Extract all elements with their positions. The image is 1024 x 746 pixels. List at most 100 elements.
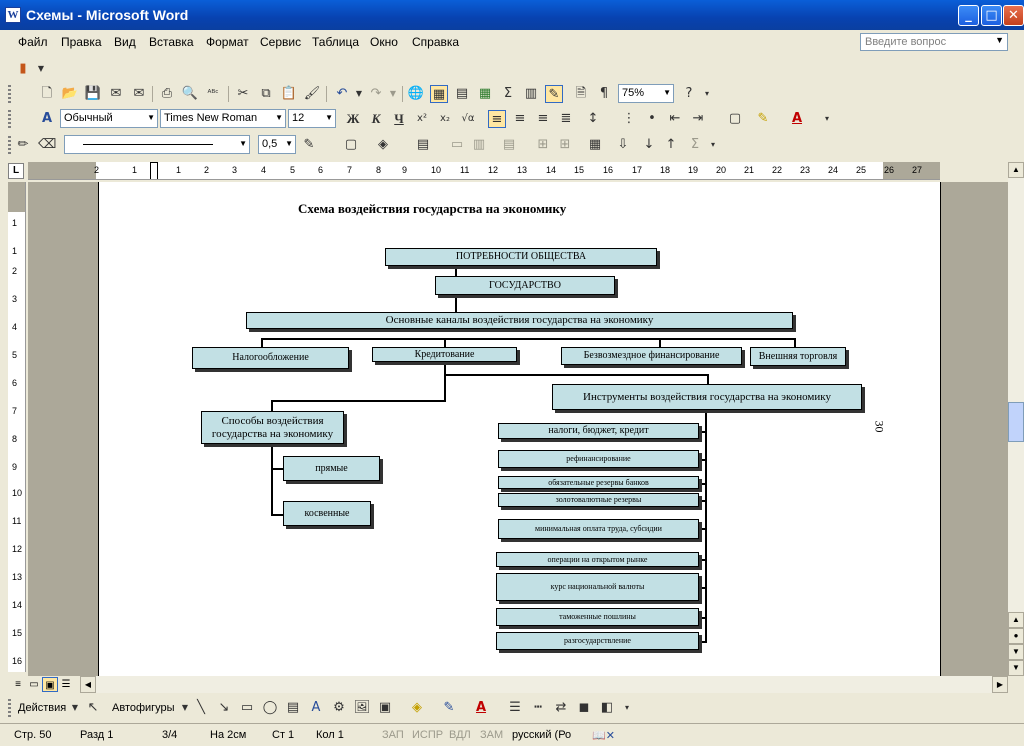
toolbar-grip[interactable] bbox=[8, 136, 11, 154]
line-weight-select[interactable]: 0,5 ▼ bbox=[258, 135, 296, 154]
toolbar-options-icon[interactable]: ▾ bbox=[710, 140, 715, 149]
state-box[interactable]: ГОСУДАРСТВО bbox=[435, 276, 615, 295]
equation-icon[interactable]: √α bbox=[461, 113, 475, 124]
previous-page-icon[interactable]: ▲ bbox=[1008, 612, 1024, 628]
menu-view[interactable]: Вид bbox=[114, 35, 136, 49]
toolbar-options-icon[interactable]: ▾ bbox=[624, 703, 629, 712]
style-select[interactable]: Обычный ▼ bbox=[60, 109, 158, 128]
chevron-down-icon[interactable]: ▼ bbox=[663, 88, 671, 97]
insert-table-icon[interactable]: ▤ bbox=[416, 137, 430, 152]
copy-icon[interactable]: ⧉ bbox=[261, 86, 271, 101]
shading-icon[interactable]: ◈ bbox=[378, 137, 388, 152]
chevron-down-icon[interactable]: ▼ bbox=[147, 113, 155, 122]
insert-excel-icon[interactable]: ▦ bbox=[478, 86, 492, 101]
drawing-icon[interactable]: ✎ bbox=[545, 85, 563, 103]
left-indent-marker[interactable] bbox=[150, 162, 158, 179]
menu-edit[interactable]: Правка bbox=[61, 35, 102, 49]
underline-icon[interactable]: Ч bbox=[394, 111, 404, 126]
superscript-icon[interactable]: x² bbox=[417, 113, 427, 124]
styles-formatting-icon[interactable]: A bbox=[41, 111, 53, 126]
toolbar-grip[interactable] bbox=[8, 110, 11, 128]
chevron-down-icon[interactable]: ▼ bbox=[325, 113, 333, 122]
autoshapes-menu[interactable]: Автофигуры bbox=[112, 702, 175, 714]
insert-table-icon[interactable]: ▤ bbox=[455, 86, 469, 101]
cut-icon[interactable]: ✂ bbox=[237, 86, 249, 101]
status-record[interactable]: ЗАП bbox=[382, 729, 404, 741]
rectangle-icon[interactable]: ▭ bbox=[240, 700, 254, 715]
decrease-indent-icon[interactable]: ⇤ bbox=[669, 111, 681, 126]
line-color-icon[interactable]: ✎ bbox=[443, 700, 455, 715]
chevron-down-icon[interactable]: ▼ bbox=[285, 139, 293, 148]
menu-window[interactable]: Окно bbox=[370, 35, 398, 49]
instrument-item[interactable]: таможенные пошлины bbox=[496, 608, 699, 626]
undo-dropdown-icon[interactable]: ▼ bbox=[355, 89, 363, 98]
vertical-ruler[interactable]: 1 1 2 3 4 5 6 7 8 9 10 11 12 13 14 15 16 bbox=[8, 182, 26, 672]
chevron-down-icon[interactable]: ▼ bbox=[995, 35, 1004, 45]
methods-box[interactable]: Способы воздействия государства на эконо… bbox=[201, 411, 344, 444]
redo-dropdown-icon[interactable]: ▼ bbox=[389, 89, 397, 98]
line-icon[interactable]: ╲ bbox=[197, 700, 205, 715]
toolbar-grip[interactable] bbox=[8, 699, 11, 717]
border-icon[interactable]: ▢ bbox=[728, 111, 742, 126]
toolbar-grip[interactable] bbox=[8, 85, 11, 103]
menu-insert[interactable]: Вставка bbox=[149, 35, 194, 49]
print-layout-icon[interactable]: ▣ bbox=[42, 677, 58, 692]
save-icon[interactable]: 💾 bbox=[84, 86, 102, 101]
columns-icon[interactable]: Σ bbox=[503, 86, 513, 101]
close-button[interactable]: ✕ bbox=[1003, 5, 1024, 26]
status-overtype[interactable]: ЗАМ bbox=[480, 729, 504, 741]
vertical-scrollbar[interactable]: ▲ ▲ ● ▼ ▼ bbox=[1008, 162, 1024, 676]
align-right-icon[interactable]: ≡ bbox=[537, 111, 549, 126]
show-hide-icon[interactable]: ¶ bbox=[599, 86, 609, 101]
email-icon[interactable]: ✉ bbox=[133, 86, 145, 101]
eraser-icon[interactable]: ⌫ bbox=[38, 137, 57, 152]
status-language[interactable]: русский (Ро bbox=[512, 729, 572, 741]
help-icon[interactable]: ? bbox=[685, 86, 693, 101]
horizontal-scroll-track[interactable] bbox=[80, 676, 1008, 693]
minimize-button[interactable]: _ bbox=[958, 5, 979, 26]
redo-icon[interactable]: ↷ bbox=[370, 86, 382, 101]
bold-icon[interactable]: Ж bbox=[346, 111, 360, 126]
numbering-icon[interactable]: ⋮ bbox=[622, 111, 636, 126]
justify-icon[interactable]: ≣ bbox=[560, 111, 572, 126]
subscript-icon[interactable]: x₂ bbox=[440, 113, 450, 124]
channels-box[interactable]: Основные каналы воздействия государства … bbox=[246, 312, 793, 329]
font-select[interactable]: Times New Roman ▼ bbox=[160, 109, 286, 128]
instrument-item[interactable]: разгосударствление bbox=[496, 632, 699, 650]
scroll-left-icon[interactable]: ◀ bbox=[80, 676, 96, 693]
increase-indent-icon[interactable]: ⇥ bbox=[692, 111, 704, 126]
next-page-icon[interactable]: ▼ bbox=[1008, 644, 1024, 660]
maximize-button[interactable]: □ bbox=[981, 5, 1002, 26]
instrument-item[interactable]: золотовалютные резервы bbox=[498, 493, 699, 507]
taxation-box[interactable]: Налогообложение bbox=[192, 347, 349, 369]
table-autoformat-icon[interactable]: ▦ bbox=[588, 137, 602, 152]
spelling-status-icon[interactable]: 📖✕ bbox=[592, 730, 615, 742]
menu-tools[interactable]: Сервис bbox=[260, 35, 302, 49]
distribute-columns-icon[interactable]: ⊞ bbox=[559, 137, 571, 152]
instrument-item[interactable]: обязательные резервы банков bbox=[498, 476, 699, 489]
border-color-icon[interactable]: ✎ bbox=[303, 137, 315, 152]
needs-box[interactable]: ПОТРЕБНОСТИ ОБЩЕСТВА bbox=[385, 248, 657, 266]
ask-question-input[interactable]: Введите вопрос ▼ bbox=[860, 33, 1008, 51]
crediting-box[interactable]: Кредитование bbox=[372, 347, 517, 362]
spelling-icon[interactable]: ᴬᴮᶜ bbox=[207, 89, 219, 99]
line-style-select[interactable]: ▼ bbox=[64, 135, 250, 154]
italic-icon[interactable]: К bbox=[371, 111, 381, 126]
instruments-box[interactable]: Инструменты воздействия государства на э… bbox=[552, 384, 862, 410]
paste-icon[interactable]: 📋 bbox=[280, 86, 298, 101]
font-size-select[interactable]: 12 ▼ bbox=[288, 109, 336, 128]
menu-help[interactable]: Справка bbox=[412, 35, 460, 49]
format-painter-icon[interactable]: 🖌 bbox=[303, 86, 321, 101]
foreign-trade-box[interactable]: Внешняя торговля bbox=[750, 347, 846, 366]
select-objects-icon[interactable]: ↖ bbox=[87, 700, 99, 715]
split-cells-icon[interactable]: ▥ bbox=[472, 137, 486, 152]
status-track-changes[interactable]: ИСПР bbox=[412, 729, 444, 741]
diagram-icon[interactable]: ⚙ bbox=[333, 700, 345, 715]
arrow-style-icon[interactable]: ⇄ bbox=[555, 700, 567, 715]
indirect-box[interactable]: косвенные bbox=[283, 501, 371, 526]
sort-descending-icon[interactable]: ↑ bbox=[665, 137, 677, 152]
document-page[interactable]: Схема воздействия государства на экономи… bbox=[98, 182, 941, 676]
autosum-icon[interactable]: Σ bbox=[690, 137, 700, 152]
shadow-style-icon[interactable]: ◼ bbox=[578, 700, 590, 715]
status-extend[interactable]: ВДЛ bbox=[449, 729, 471, 741]
